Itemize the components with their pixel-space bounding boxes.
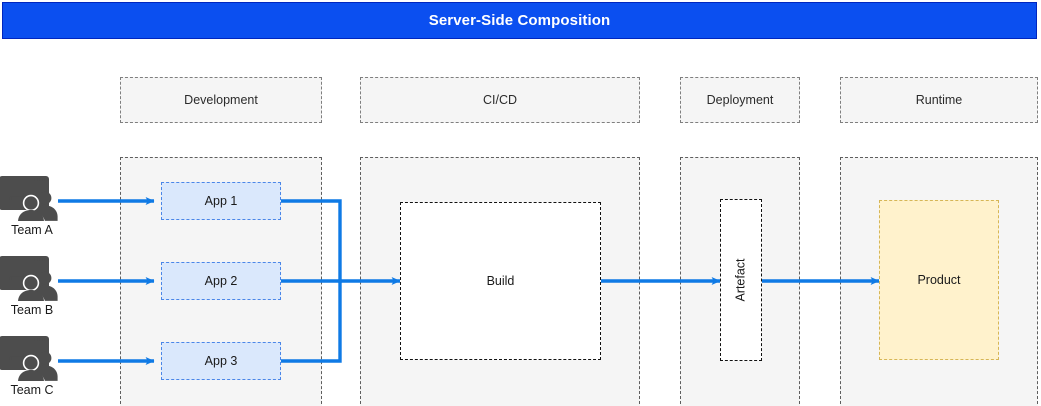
node-label: Artefact — [734, 258, 749, 302]
node-app-1[interactable]: App 1 — [161, 182, 281, 220]
node-product[interactable]: Product — [879, 200, 999, 360]
team-label: Team B — [10, 303, 54, 317]
node-build[interactable]: Build — [400, 202, 601, 360]
team-c-group: Team C — [0, 333, 64, 397]
team-b-group: Team B — [0, 253, 64, 317]
lane-header-label: Development — [184, 93, 258, 107]
lane-header-development: Development — [120, 77, 322, 123]
lane-header-deployment: Deployment — [680, 77, 800, 123]
lane-header-label: Deployment — [706, 93, 774, 107]
node-label: Build — [486, 274, 515, 288]
node-label: App 1 — [204, 194, 238, 208]
node-app-2[interactable]: App 2 — [161, 262, 281, 300]
team-a-group: Team A — [0, 173, 64, 237]
lane-header-label: CI/CD — [482, 93, 518, 107]
node-label: App 2 — [204, 274, 238, 288]
team-workstation-icon — [0, 336, 58, 381]
diagram-title-banner: Server-Side Composition — [2, 2, 1037, 39]
node-app-3[interactable]: App 3 — [161, 342, 281, 380]
team-workstation-icon — [0, 176, 58, 221]
page-title: Server-Side Composition — [428, 12, 611, 29]
lane-header-runtime: Runtime — [840, 77, 1038, 123]
node-label: App 3 — [204, 354, 238, 368]
node-label: Product — [917, 273, 961, 287]
lane-header-cicd: CI/CD — [360, 77, 640, 123]
team-label: Team A — [11, 223, 53, 237]
team-workstation-icon — [0, 256, 58, 301]
node-artefact[interactable]: Artefact — [720, 199, 762, 361]
lane-header-label: Runtime — [915, 93, 963, 107]
team-label: Team C — [10, 383, 54, 397]
